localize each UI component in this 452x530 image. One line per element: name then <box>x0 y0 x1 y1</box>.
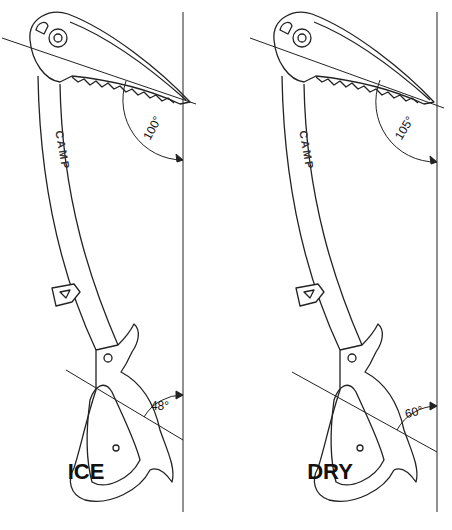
variant-label: DRY <box>307 461 353 483</box>
reference-line <box>437 12 438 512</box>
angle-label: 48° <box>151 400 169 412</box>
dry-axe <box>274 12 434 501</box>
brand-logo: CAMP <box>53 129 71 171</box>
pick-line <box>2 38 196 104</box>
angle-label: 100° <box>141 114 163 142</box>
angle-label: 60° <box>404 404 425 420</box>
reference-line <box>183 12 184 512</box>
pick-line <box>250 38 444 108</box>
angle-label: 105° <box>392 114 415 141</box>
arrow-head <box>430 402 437 410</box>
variant-label: ICE <box>68 461 105 483</box>
grip-line <box>66 370 183 440</box>
grip-line <box>292 372 437 452</box>
arrow-head <box>176 391 183 399</box>
arrow-head <box>430 156 437 164</box>
ice-axe <box>30 12 190 501</box>
brand-logo: CAMP <box>297 129 315 171</box>
angle-arc <box>123 81 183 160</box>
angle-arc <box>376 80 437 162</box>
arrow-head <box>176 154 183 162</box>
